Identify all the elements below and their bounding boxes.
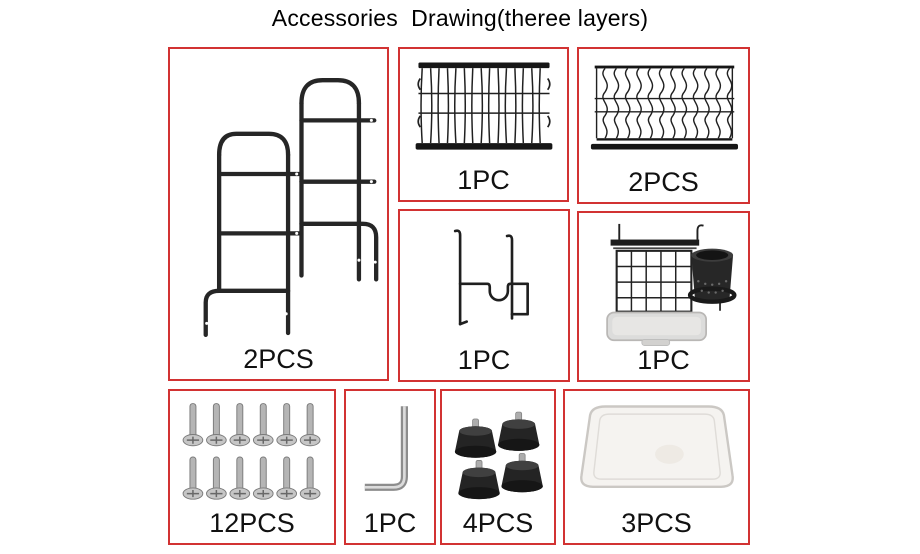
cell-side-frames: 2PCS <box>168 47 389 381</box>
quantity-label-side-frames: 2PCS <box>243 343 314 374</box>
cell-cutlery-holder: 1PC <box>577 211 750 382</box>
cell-rack-straight: 1PC <box>398 47 569 202</box>
quantity-label-rack-wave: 2PCS <box>628 166 699 197</box>
allen-key-art <box>346 391 434 509</box>
sheet-title: Accessories Drawing(theree layers) <box>271 5 649 31</box>
quantity-label-rack-straight: 1PC <box>457 164 510 195</box>
side-frame-panels-drawing <box>203 77 379 337</box>
allen-key-drawing <box>364 406 408 492</box>
cell-allen-key: 1PC <box>344 389 436 545</box>
cell-rubber-feet: 4PCS <box>440 389 556 545</box>
wire-hook-bracket-drawing <box>453 229 529 326</box>
cell-wire-hook: 1PC <box>398 209 570 382</box>
drain-tray-drawing <box>579 405 734 489</box>
rack-wave-art <box>579 49 748 168</box>
screws-drawing <box>182 403 321 501</box>
screws-art <box>170 391 334 509</box>
quantity-label-drain-tray: 3PCS <box>621 507 692 538</box>
straight-wire-dish-rack-drawing <box>415 62 552 150</box>
rack-straight-art <box>400 49 567 166</box>
cutlery-holder-art <box>579 213 748 346</box>
cutlery-holder-set-drawing <box>605 223 737 346</box>
quantity-label-screws: 12PCS <box>209 507 295 538</box>
quantity-label-allen-key: 1PC <box>363 507 417 538</box>
cell-drain-tray: 3PCS <box>563 389 750 545</box>
cell-screws: 12PCS <box>168 389 336 545</box>
side-frames-art <box>170 49 387 345</box>
rubber-feet-art <box>442 391 554 509</box>
quantity-label-rubber-feet: 4PCS <box>462 507 534 538</box>
quantity-label-cutlery: 1PC <box>637 344 690 375</box>
wire-hook-art <box>400 211 568 346</box>
rubber-feet-drawing <box>454 411 544 500</box>
drain-tray-art <box>565 391 748 509</box>
cell-rack-wave: 2PCS <box>577 47 750 204</box>
quantity-label-wire-hook: 1PC <box>457 344 511 375</box>
wave-wire-dish-rack-drawing <box>590 65 738 150</box>
